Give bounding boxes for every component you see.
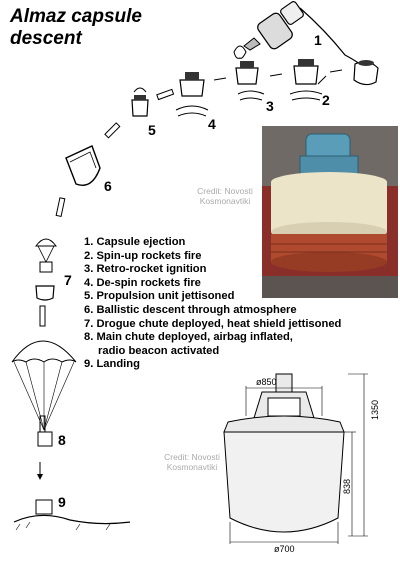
dim-top-diameter: ø850 bbox=[256, 377, 277, 387]
capsule-stage-3 bbox=[233, 45, 265, 101]
drawing-credit-line-1: Credit: Novosti bbox=[164, 452, 220, 462]
station-nose bbox=[243, 1, 363, 67]
drogue-chute bbox=[35, 238, 57, 273]
stage-number-2: 2 bbox=[322, 92, 330, 108]
legend-item: 6. Ballistic descent through atmosphere bbox=[84, 303, 297, 316]
legend-item: 2. Spin-up rockets fire bbox=[84, 249, 202, 262]
title-line-2: descent bbox=[10, 28, 82, 49]
photo-credit-line-2: Kosmonavtiki bbox=[199, 196, 251, 206]
legend-item: 1. Capsule ejection bbox=[84, 236, 186, 248]
title-line-1: Almaz capsule bbox=[10, 6, 142, 27]
dim-total-height: 1350 bbox=[370, 400, 380, 420]
drawing-credit: Credit: Novosti Kosmonavtiki bbox=[144, 452, 240, 472]
capsule-technical-drawing: ø850 ø700 1350 838 bbox=[223, 373, 380, 554]
thrust-marks bbox=[213, 69, 343, 81]
stage-number-6: 6 bbox=[104, 178, 112, 194]
capsule-stage-6 bbox=[65, 145, 101, 186]
legend-item: 3. Retro-rocket ignition bbox=[84, 263, 207, 276]
legend-item: 8. Main chute deployed, airbag inflated, bbox=[84, 331, 293, 344]
dim-bottom-diameter: ø700 bbox=[274, 544, 295, 554]
capsule-photo bbox=[262, 126, 398, 298]
step-legend: 1. Capsule ejection 2. Spin-up rockets f… bbox=[84, 236, 341, 372]
stage-number-7: 7 bbox=[64, 272, 72, 288]
legend-item: 9. Landing bbox=[84, 358, 140, 371]
capsule-stage-1 bbox=[353, 60, 379, 86]
stage-number-9: 9 bbox=[58, 494, 66, 510]
capsule-stage-5 bbox=[131, 87, 149, 117]
legend-item: 5. Propulsion unit jettisoned bbox=[84, 290, 235, 303]
photo-credit: Credit: Novosti Kosmonavtiki bbox=[180, 186, 270, 206]
heat-shield-jettisoned bbox=[35, 285, 55, 301]
stage-number-3: 3 bbox=[266, 98, 274, 114]
photo-credit-line-1: Credit: Novosti bbox=[197, 186, 253, 196]
stage-number-8: 8 bbox=[58, 432, 66, 448]
legend-item: radio beacon activated bbox=[98, 344, 220, 357]
legend-item: 7. Drogue chute deployed, heat shield je… bbox=[84, 317, 342, 330]
stage-number-1: 1 bbox=[314, 32, 322, 48]
capsule-stage-4 bbox=[175, 72, 209, 117]
landed-capsule bbox=[13, 499, 131, 531]
main-chute bbox=[11, 340, 77, 480]
capsule-stage-2 bbox=[289, 59, 327, 101]
stage-number-5: 5 bbox=[148, 122, 156, 138]
drawing-credit-line-2: Kosmonavtiki bbox=[166, 462, 218, 472]
dim-body-height: 838 bbox=[342, 479, 352, 494]
stage-number-4: 4 bbox=[208, 116, 216, 132]
legend-item: 4. De-spin rockets fire bbox=[84, 276, 201, 289]
